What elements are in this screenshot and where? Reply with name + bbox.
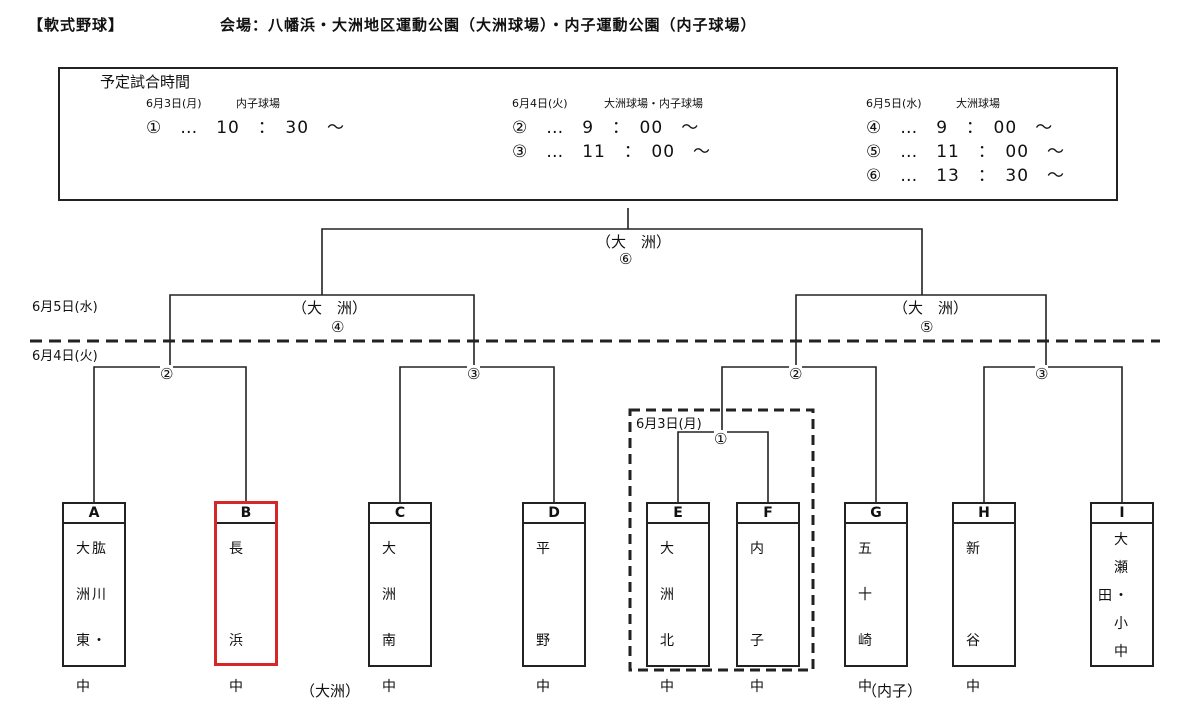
team-name: 長 浜 中 <box>229 541 245 695</box>
team-letter: A <box>64 504 124 524</box>
team-letter: C <box>370 504 430 524</box>
date-june5: 6月5日(水) <box>32 300 98 315</box>
team-name: 大 洲 北 中 <box>660 541 676 695</box>
day2-date: 6月4日(火) <box>512 97 568 110</box>
semi-left-venue: （大 洲） <box>292 299 368 317</box>
final-venue: （大 洲） <box>596 233 672 251</box>
day3-venue: 大洲球場 <box>956 97 1000 110</box>
semi-right-bracket <box>795 294 1047 370</box>
category-label: 【軟式野球】 <box>28 16 125 34</box>
team-letter: B <box>217 504 275 524</box>
game2-left-number: ② <box>160 365 174 383</box>
team-a: A 大肱 洲川 東・ 中 <box>62 502 126 695</box>
team-name: 内 子 中 <box>750 541 766 695</box>
june3-box <box>628 408 815 672</box>
day1-date: 6月3日(月) <box>146 97 202 110</box>
slot-2: ② … 9 ： 00 ～ <box>512 118 700 138</box>
team-name: 大肱 洲川 東・ 中 <box>76 541 108 695</box>
slot-5: ⑤ … 11 ： 00 ～ <box>866 142 1066 162</box>
team-name: 大 洲 南 中 <box>382 541 398 695</box>
venue-uchiko-label: （内子） <box>862 682 923 700</box>
team-letter: D <box>524 504 584 524</box>
team-letter: I <box>1092 504 1152 524</box>
team-h: H 新 谷 中 <box>952 502 1016 695</box>
final-bracket <box>321 228 923 295</box>
schedule-box: 予定試合時間 6月3日(月) 内子球場 ① … 10 ： 30 ～ 6月4日(火… <box>58 67 1118 201</box>
game1-number: ① <box>714 430 728 448</box>
venue-label: 会場：八幡浜・大洲地区運動公園（大洲球場）・内子運動公園（内子球場） <box>220 16 757 34</box>
game3-left-bracket <box>399 366 555 502</box>
team-name: 五 十 崎 中 <box>858 541 874 695</box>
final-game-number: ⑥ <box>619 250 633 268</box>
day1-venue: 内子球場 <box>236 97 280 110</box>
slot-1: ① … 10 ： 30 ～ <box>146 118 346 138</box>
game3-right-bracket <box>983 366 1123 502</box>
slot-4: ④ … 9 ： 00 ～ <box>866 118 1054 138</box>
game2-left-bracket <box>93 366 247 502</box>
team-c: C 大 洲 南 中 <box>368 502 432 695</box>
team-name: 新 谷 中 <box>966 541 982 695</box>
game3-right-number: ③ <box>1035 365 1049 383</box>
slot-3: ③ … 11 ： 00 ～ <box>512 142 712 162</box>
team-e: E 大 洲 北 中 <box>646 502 710 695</box>
team-letter: G <box>846 504 906 524</box>
game3-left-number: ③ <box>467 365 481 383</box>
venue-ozu-label: （大洲） <box>300 682 361 700</box>
semi-left-number: ④ <box>331 318 345 336</box>
team-letter: H <box>954 504 1014 524</box>
team-g: G 五 十 崎 中 <box>844 502 908 695</box>
semi-right-number: ⑤ <box>920 318 934 336</box>
team-d: D 平 野 中 <box>522 502 586 695</box>
schedule-title: 予定試合時間 <box>100 73 191 91</box>
team-letter: E <box>648 504 708 524</box>
date-june4: 6月4日(火) <box>32 349 98 364</box>
semi-right-venue: （大 洲） <box>893 299 969 317</box>
date-june3: 6月3日(月) <box>636 417 702 432</box>
game2-right-bracket <box>721 366 877 502</box>
team-i: I 大 瀬 田・ 小 中 <box>1090 502 1154 667</box>
team-b-highlighted: B 長 浜 中 <box>214 501 278 695</box>
day3-date: 6月5日(水) <box>866 97 922 110</box>
semi-left-bracket <box>169 294 475 370</box>
game2-right-number: ② <box>789 365 803 383</box>
slot-6: ⑥ … 13 ： 30 ～ <box>866 166 1066 186</box>
team-letter: F <box>738 504 798 524</box>
day2-venue: 大洲球場・内子球場 <box>604 97 703 110</box>
team-name: 平 野 中 <box>536 541 552 695</box>
team-name: 大 瀬 田・ 小 中 <box>1098 532 1130 660</box>
team-f: F 内 子 中 <box>736 502 800 695</box>
